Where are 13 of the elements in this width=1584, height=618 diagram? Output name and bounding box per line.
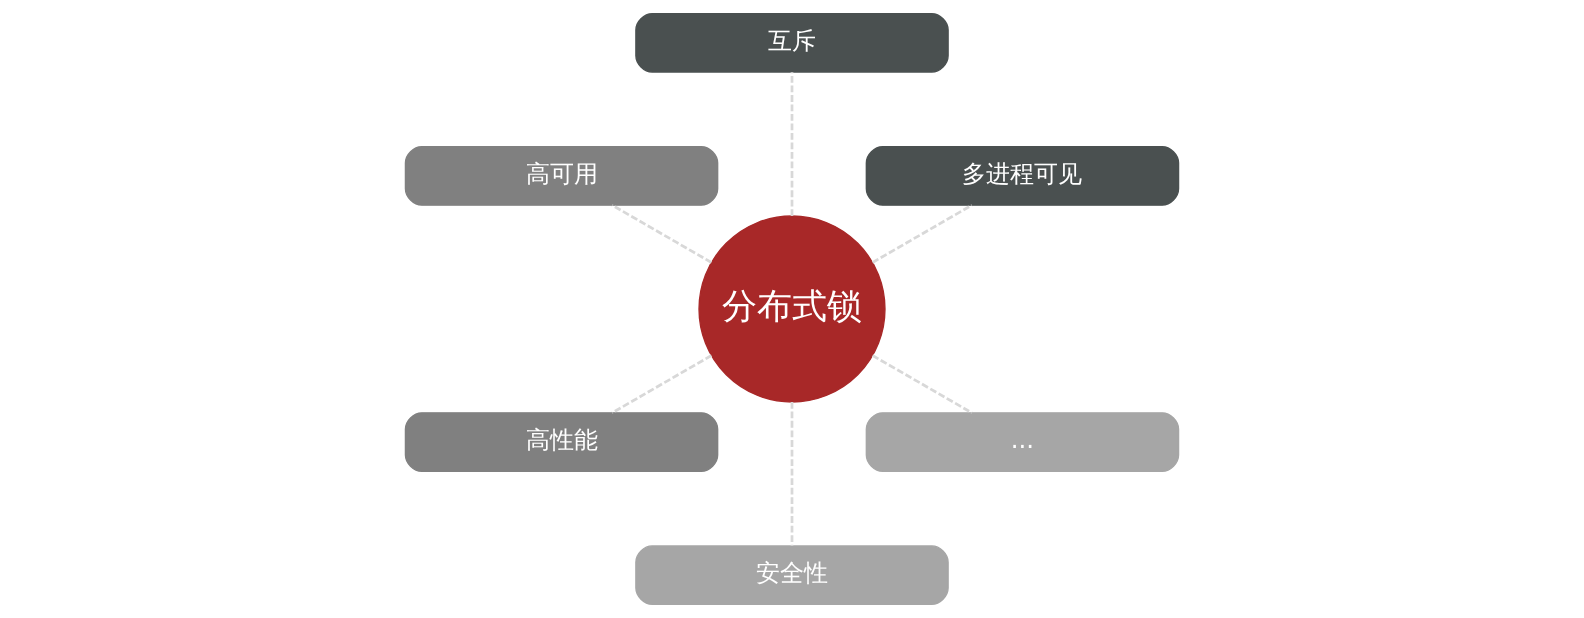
connector [871, 204, 973, 264]
connector [611, 204, 713, 264]
node-box: 高性能 [404, 412, 719, 472]
connector [790, 72, 794, 216]
node-box: 互斥 [635, 13, 949, 73]
node-box: 多进程可见 [865, 146, 1180, 206]
node-box: 高可用 [404, 146, 719, 206]
node-circle: 分布式锁 [698, 215, 886, 403]
connector [611, 354, 713, 414]
connector [790, 402, 794, 546]
node-box: 安全性 [635, 545, 949, 605]
connector [871, 354, 973, 414]
node-box: ... [865, 412, 1180, 472]
